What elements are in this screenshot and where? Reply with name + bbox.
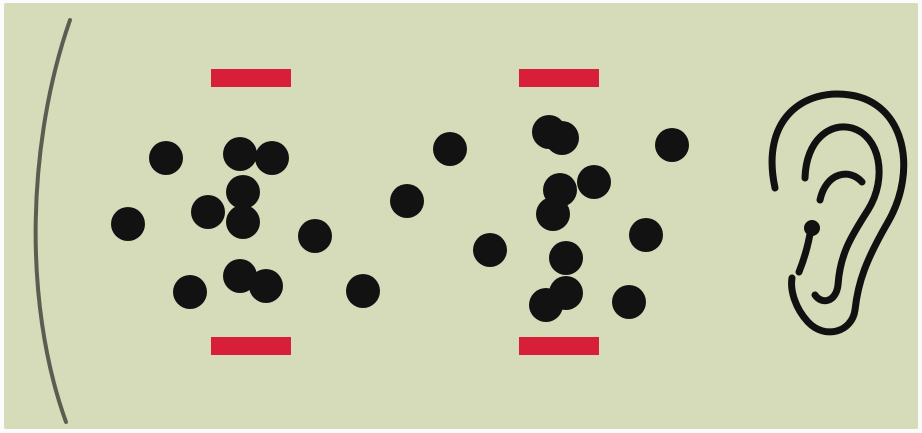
- air-particle: [390, 184, 424, 218]
- plate-top-right: [519, 69, 599, 87]
- air-particle: [655, 128, 689, 162]
- plate-top-left: [211, 69, 291, 87]
- plate-bottom-right: [519, 337, 599, 355]
- air-particle: [549, 241, 583, 275]
- air-particle: [433, 132, 467, 166]
- air-particle: [536, 197, 570, 231]
- wavefront-arc: [36, 20, 70, 422]
- air-particle: [149, 141, 183, 175]
- air-particle: [111, 207, 145, 241]
- air-particles: [111, 115, 689, 322]
- ear-canal: [804, 220, 820, 236]
- air-particle: [298, 219, 332, 253]
- air-particle: [226, 205, 260, 239]
- air-particle: [191, 195, 225, 229]
- air-particle: [545, 121, 579, 155]
- air-particle: [173, 275, 207, 309]
- air-particle: [612, 285, 646, 319]
- air-particle: [255, 141, 289, 175]
- air-particle: [577, 165, 611, 199]
- air-particle: [226, 175, 260, 209]
- air-particle: [629, 218, 663, 252]
- air-particle: [223, 137, 257, 171]
- ear-icon: [772, 94, 904, 332]
- plate-bottom-left: [211, 337, 291, 355]
- air-particle: [529, 288, 563, 322]
- air-particle: [346, 274, 380, 308]
- air-particle: [473, 233, 507, 267]
- air-particle: [249, 269, 283, 303]
